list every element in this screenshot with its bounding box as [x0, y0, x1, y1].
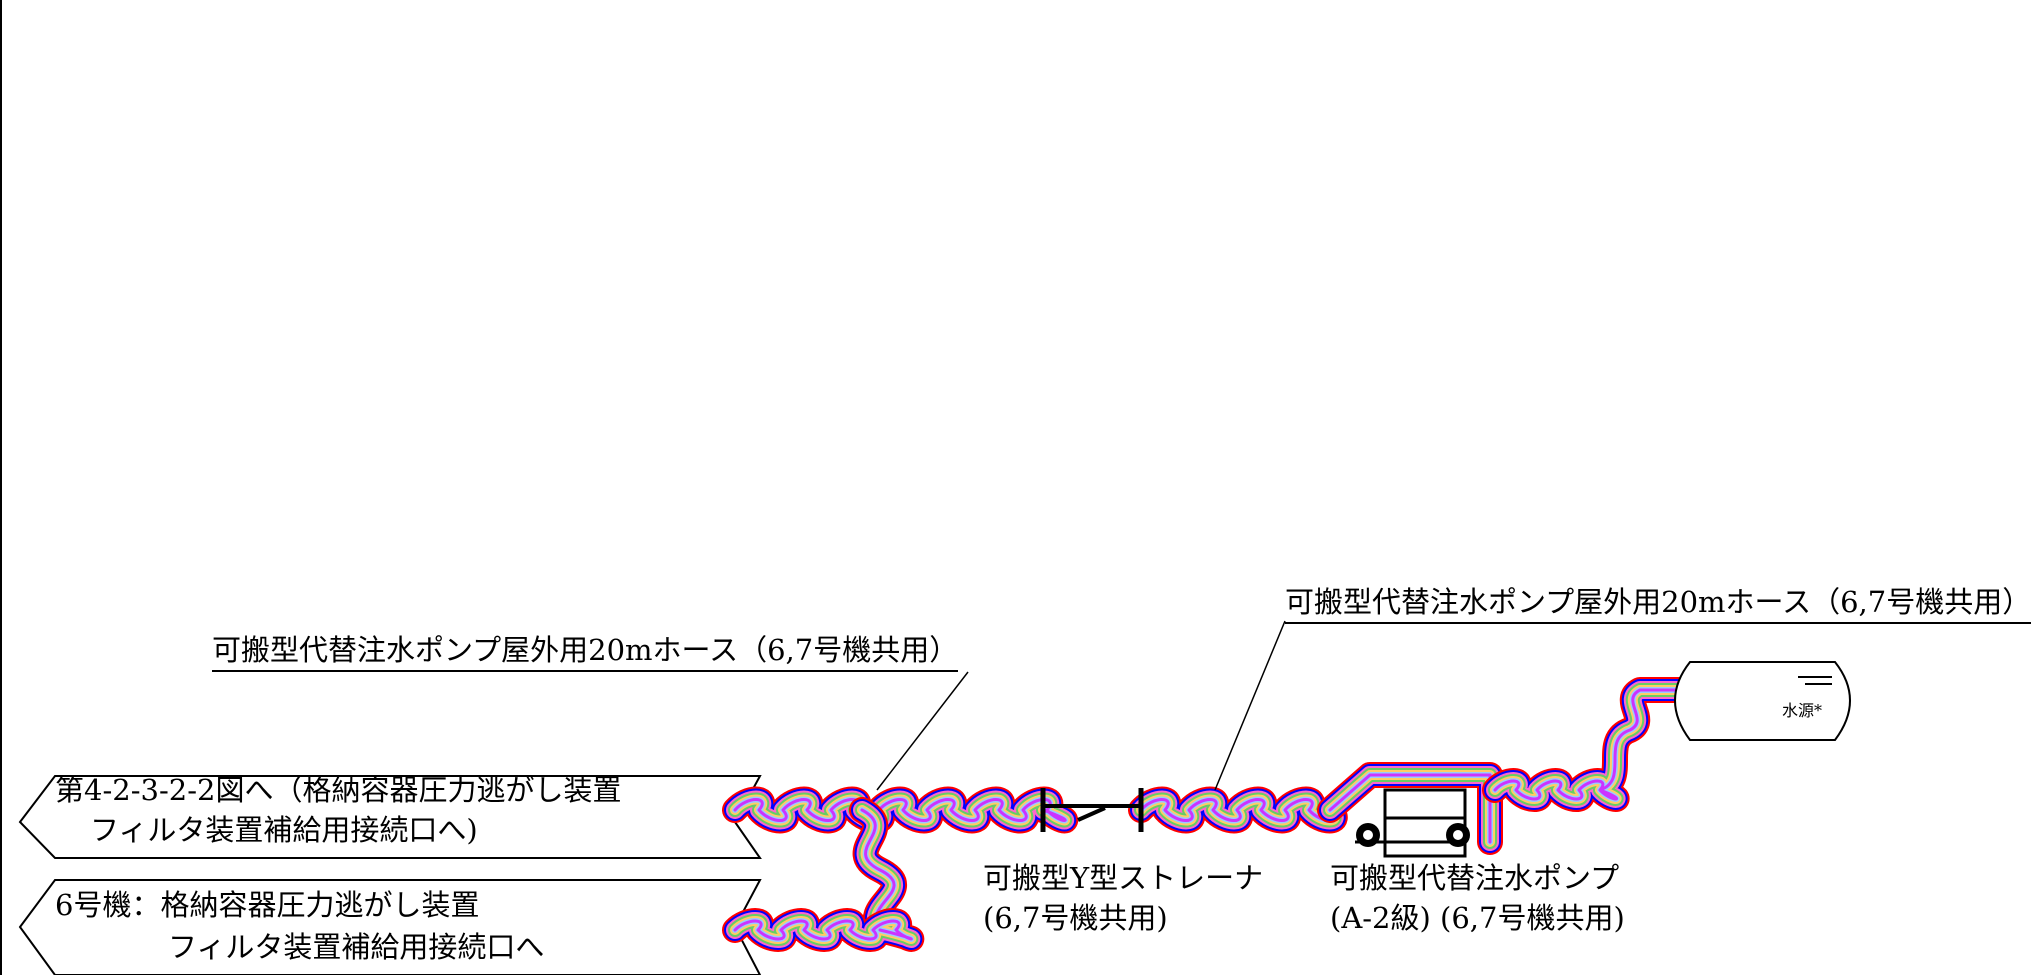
hose-main-left-band-6 — [733, 798, 1067, 822]
leader-line-right — [1214, 620, 1286, 791]
hose-branch-down-band-6 — [860, 808, 896, 932]
hose-label-right: 可搬型代替注水ポンプ屋外用20mホース（6,7号機共用） — [1285, 584, 2032, 624]
hose-main-left — [722, 786, 1079, 834]
hose-branch-down — [849, 797, 907, 943]
hose-to-tank — [1482, 677, 1703, 812]
hose-pump-frame — [1317, 762, 1503, 855]
hose-to-tank-band-6 — [1493, 688, 1692, 801]
hose-group — [722, 677, 1703, 952]
water-source-label: 水源* — [1782, 701, 1823, 720]
strainer-label-line1: 可搬型Y型ストレーナ — [983, 861, 1264, 895]
pump-label-line1: 可搬型代替注水ポンプ — [1330, 861, 1620, 895]
pump-label-line2: (A-2級) (6,7号機共用) — [1330, 901, 1625, 935]
arrow-upper-line2: フィルタ装置補給用接続口へ) — [90, 813, 478, 847]
hose-pump-frame-band-6 — [1328, 773, 1492, 844]
hose-label-left: 可搬型代替注水ポンプ屋外用20mホース（6,7号機共用） — [212, 632, 959, 672]
leader-line-left — [876, 671, 969, 791]
water-source-tank — [1674, 661, 1851, 741]
hose-main-mid — [1128, 786, 1348, 834]
arrow-lower-line1: 6号機：格納容器圧力逃がし装置 — [55, 888, 480, 922]
pump-cart-symbol — [1355, 788, 1470, 858]
strainer-label-line2: (6,7号機共用) — [983, 901, 1168, 935]
y-strainer-symbol — [1040, 788, 1144, 832]
hose-branch-lower — [722, 908, 925, 952]
arrow-upper-line1: 第4-2-3-2-2図へ（格納容器圧力逃がし装置 — [55, 773, 622, 807]
arrow-lower-line2: フィルタ装置補給用接続口へ — [168, 930, 545, 964]
hose-branch-lower-band-6 — [733, 919, 913, 941]
hose-main-mid-band-6 — [1139, 798, 1337, 822]
